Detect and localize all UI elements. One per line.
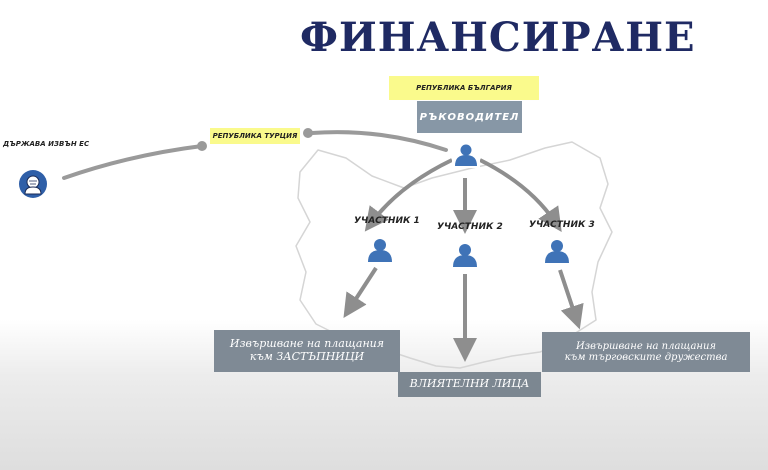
- outcome-right-box: Извършване на плащания към търговските д…: [542, 332, 750, 372]
- participant-2-label: УЧАСТНИК 2: [437, 222, 503, 232]
- turkey-dot-right: [303, 128, 313, 138]
- link-turkey-leader: [310, 130, 448, 152]
- participant-1-label: УЧАСТНИК 1: [354, 216, 420, 226]
- person-icon: [365, 234, 395, 264]
- outcome-left-line2: към ЗАСТЪПНИЦИ: [249, 350, 365, 363]
- arrow-leader-participant-3: [479, 158, 562, 232]
- outcome-right-line1: Извършване на плащания: [575, 340, 717, 352]
- label-non-eu: ДЪРЖАВА ИЗВЪН ЕС: [0, 136, 113, 152]
- label-turkey: РЕПУБЛИКА ТУРЦИЯ: [210, 128, 300, 144]
- person-icon: [450, 239, 480, 269]
- turkey-dot-left: [197, 141, 207, 151]
- arrow-participant-1-outcome: [343, 266, 378, 319]
- arrow-leader-participant-1: [364, 158, 453, 232]
- person-icon: [452, 140, 480, 168]
- page-title: ФИНАНСИРАНЕ: [300, 14, 696, 61]
- outcome-left-box: Извършване на плащания към ЗАСТЪПНИЦИ: [214, 330, 400, 372]
- outcome-right-line2: към търговските дружества: [564, 352, 728, 363]
- outcome-left-line1: Извършване на плащания: [229, 337, 385, 351]
- outcome-center-box: ВЛИЯТЕЛНИ ЛИЦА: [398, 372, 541, 397]
- portrait-icon: [19, 170, 47, 198]
- participant-3-label: УЧАСТНИК 3: [529, 220, 595, 230]
- link-non-eu-turkey: [62, 144, 204, 180]
- person-icon: [542, 235, 572, 265]
- leader-box: РЪКОВОДИТЕЛ: [417, 101, 522, 133]
- label-bulgaria: РЕПУБЛИКА БЪЛГАРИЯ: [389, 76, 539, 100]
- arrow-participant-3-outcome: [558, 269, 584, 330]
